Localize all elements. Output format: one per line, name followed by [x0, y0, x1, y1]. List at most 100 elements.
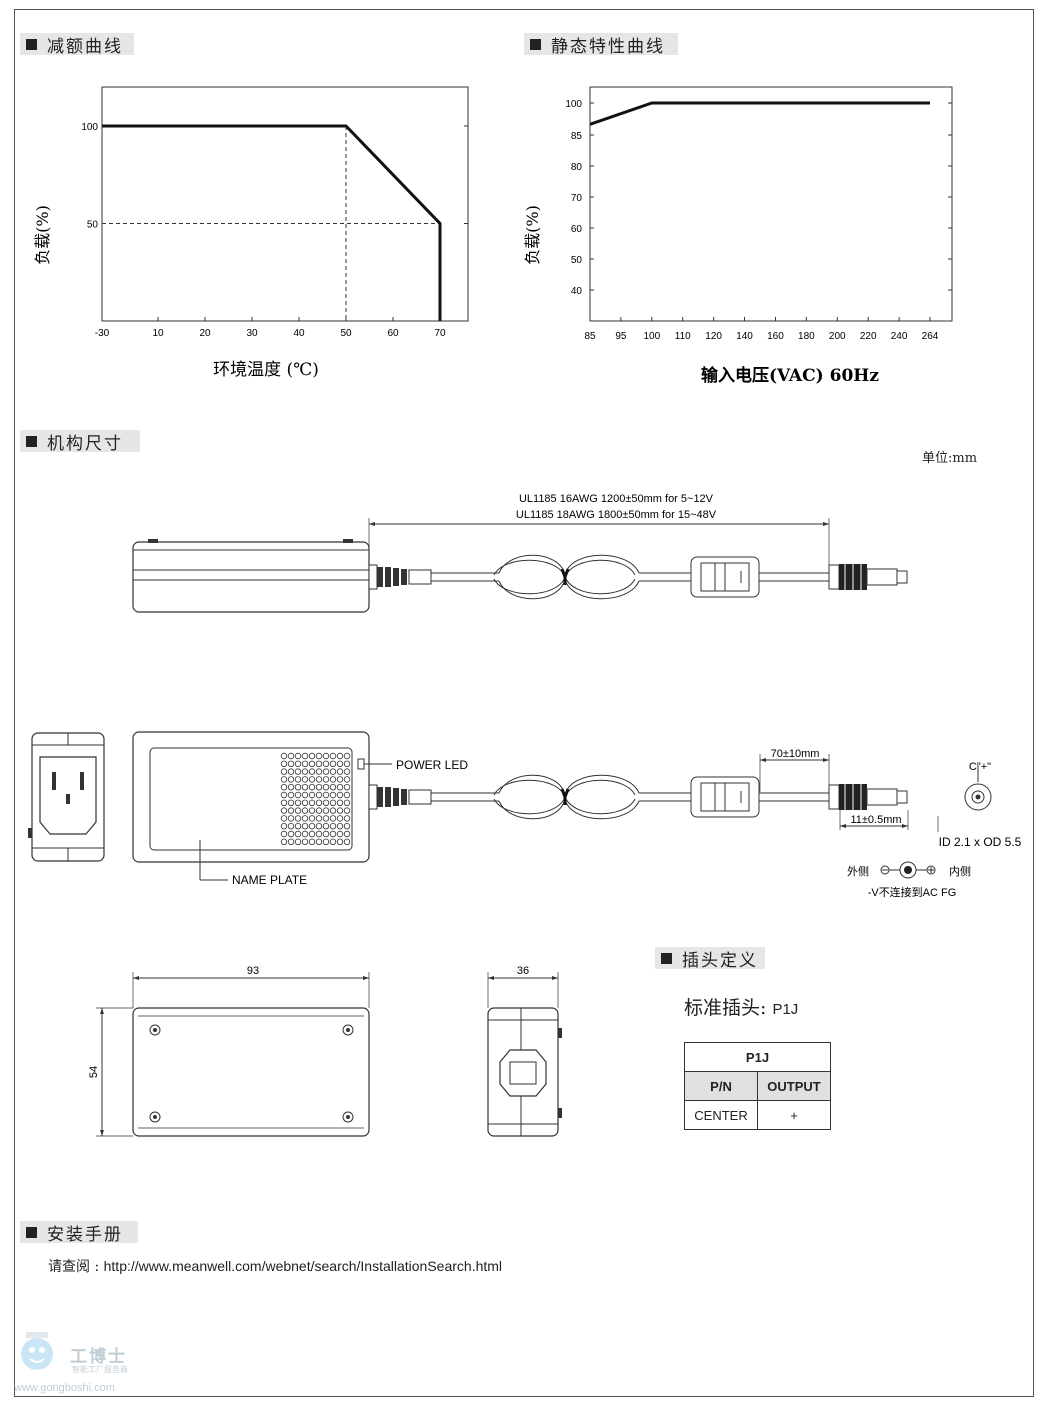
vent-hole — [280, 838, 288, 845]
x-tick-label: -30 — [95, 328, 110, 339]
vent-hole — [343, 768, 351, 775]
vent-hole — [329, 784, 337, 791]
section-mechanical: 机构尺寸 — [20, 430, 140, 454]
vent-hole — [315, 799, 323, 806]
vent-hole — [294, 830, 302, 838]
vent-hole — [301, 838, 309, 845]
y-tick-label: 100 — [565, 99, 582, 110]
vent-hole — [336, 807, 344, 814]
vent-hole — [329, 815, 337, 822]
square-bullet-icon — [26, 38, 37, 50]
vent-hole — [343, 791, 351, 799]
manual-link[interactable]: http://www.meanwell.com/webnet/search/In… — [103, 1258, 503, 1274]
vent-hole — [336, 799, 344, 806]
vent-hole — [294, 791, 302, 799]
plug-pin-table: P1J P/N OUTPUT CENTER + — [684, 1042, 831, 1130]
vent-hole — [280, 760, 288, 767]
square-bullet-icon — [530, 38, 541, 50]
vent-hole — [329, 807, 337, 814]
page-frame — [14, 9, 1034, 1397]
section-title: 安装手册 — [47, 1224, 123, 1245]
dim-36: 36 — [517, 965, 529, 977]
watermark-site: www.gongboshi.com — [14, 1382, 115, 1394]
vent-hole — [280, 823, 288, 830]
table-title: P1J — [684, 1042, 831, 1072]
y-tick-label: 80 — [571, 162, 583, 173]
x-tick-label: 180 — [798, 331, 815, 342]
x-axis-label: 环境温度 (℃) — [213, 360, 319, 380]
vent-hole — [287, 784, 295, 791]
id-od-label: ID 2.1 x OD 5.5 — [939, 835, 1022, 849]
vent-hole — [280, 752, 288, 760]
vent-hole — [343, 752, 351, 760]
power-led-label: POWER LED — [396, 758, 468, 772]
vent-hole — [301, 830, 309, 838]
vent-hole — [329, 791, 337, 799]
adapter-top-view — [132, 539, 370, 613]
static-series-line — [589, 101, 930, 126]
col-output: OUTPUT — [757, 1071, 831, 1101]
adapter-front-view — [132, 731, 370, 863]
manual-label: 请查阅 : — [48, 1259, 100, 1275]
vent-hole — [308, 815, 316, 822]
vent-hole — [301, 776, 309, 783]
x-tick-label: 40 — [293, 328, 305, 339]
vent-hole — [308, 807, 316, 814]
vent-hole — [301, 815, 309, 822]
vent-hole — [315, 807, 323, 814]
col-pin: P/N — [684, 1071, 758, 1101]
vent-hole — [322, 776, 330, 783]
vent-hole — [308, 784, 316, 791]
vent-hole — [336, 791, 344, 799]
vent-hole — [287, 752, 295, 760]
vent-hole — [280, 768, 288, 775]
vent-hole — [287, 768, 295, 775]
vent-hole — [336, 838, 344, 845]
vent-hole — [322, 807, 330, 814]
vent-hole — [322, 830, 330, 838]
unit-label: 单位:mm — [922, 451, 978, 466]
name-plate-label: NAME PLATE — [232, 873, 307, 887]
vent-hole — [308, 830, 316, 838]
vent-hole — [280, 791, 288, 799]
vent-hole — [329, 752, 337, 760]
vent-hole — [301, 791, 309, 799]
vent-hole — [308, 791, 316, 799]
section-title: 插头定义 — [682, 950, 758, 971]
inlet-end-view — [28, 732, 105, 862]
vent-hole — [294, 838, 302, 845]
outer-label: 外侧 — [847, 865, 869, 878]
vent-hole — [287, 776, 295, 783]
vent-hole — [315, 830, 323, 838]
x-tick-label: 160 — [767, 331, 784, 342]
vent-hole — [315, 784, 323, 791]
vent-hole — [336, 830, 344, 838]
vent-hole — [343, 830, 351, 838]
y-tick-label: 60 — [571, 224, 583, 235]
vent-hole — [287, 823, 295, 830]
y-tick-label: 40 — [571, 286, 583, 297]
section-static-curve: 静态特性曲线 — [524, 33, 678, 57]
vent-hole — [301, 768, 309, 775]
adapter-side-view — [487, 1007, 562, 1137]
mechanical-drawing: UL1185 16AWG 1200±50mm for 5~12V UL1185 … — [28, 493, 1022, 1137]
section-title: 机构尺寸 — [47, 433, 123, 454]
square-bullet-icon — [661, 952, 672, 964]
vent-hole — [329, 838, 337, 845]
y-tick-label: 50 — [87, 220, 99, 231]
vent-hole — [294, 752, 302, 760]
standard-plug-label: 标准插头: — [684, 997, 767, 1019]
section-title: 减额曲线 — [47, 36, 123, 57]
vent-hole — [308, 768, 316, 775]
vent-hole — [315, 776, 323, 783]
vent-hole — [301, 799, 309, 806]
vent-hole — [322, 838, 330, 845]
adapter-bottom-view — [132, 1007, 370, 1137]
x-tick-label: 220 — [860, 331, 877, 342]
vent-hole — [287, 815, 295, 822]
x-tick-label: 50 — [340, 328, 352, 339]
vent-hole — [308, 838, 316, 845]
square-bullet-icon — [26, 435, 37, 447]
vent-hole — [301, 823, 309, 830]
